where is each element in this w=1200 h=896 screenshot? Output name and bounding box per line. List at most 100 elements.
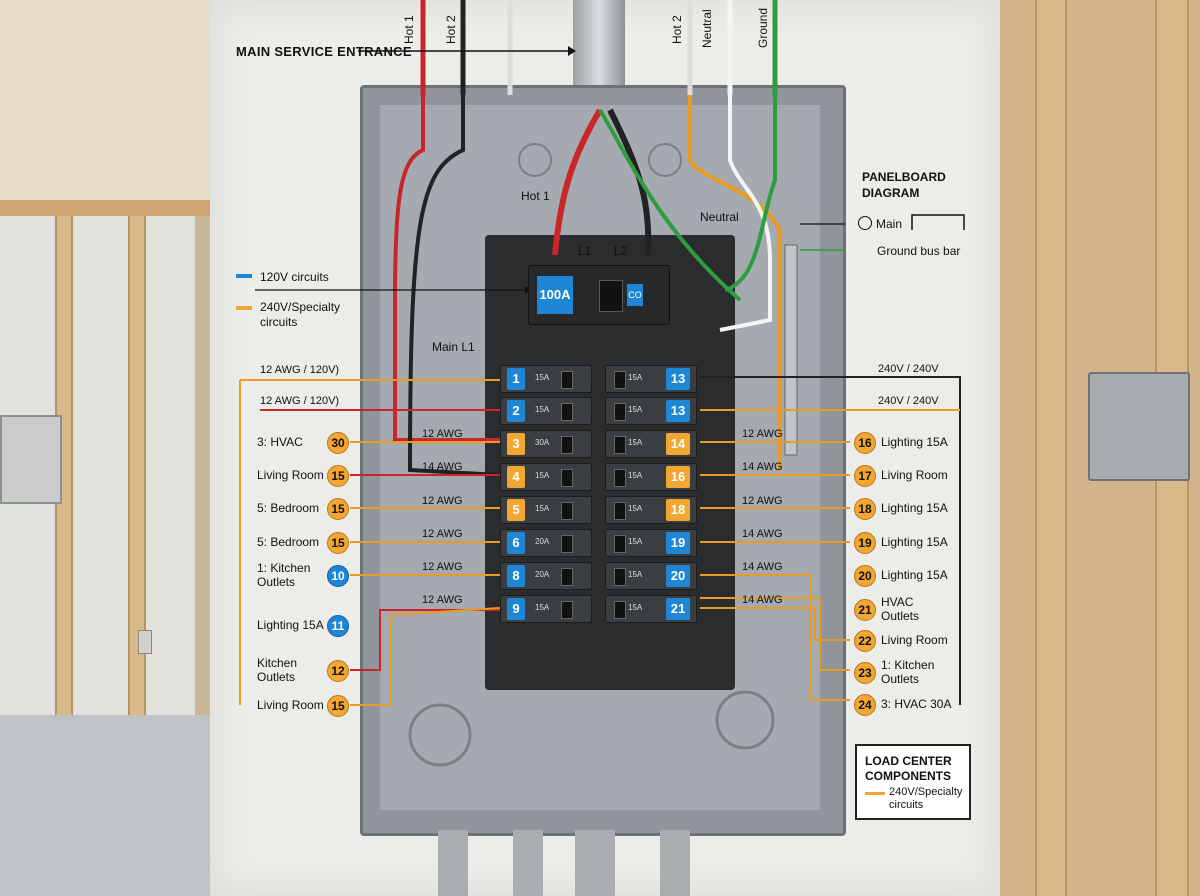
breaker-handle[interactable] xyxy=(561,436,573,454)
breaker-number-badge: 18 xyxy=(666,499,690,521)
breaker-rating-text: 15A xyxy=(535,373,549,382)
breaker-handle[interactable] xyxy=(561,403,573,421)
breaker-handle[interactable] xyxy=(614,535,626,553)
breaker-number-badge: 9 xyxy=(507,598,525,620)
panelboard-title-2: DIAGRAM xyxy=(862,186,919,200)
breaker-number-badge: 4 xyxy=(507,466,525,488)
wire-label: 12 AWG xyxy=(422,495,463,507)
breaker-rating-text: 30A xyxy=(535,438,549,447)
breaker-handle[interactable] xyxy=(614,469,626,487)
breaker-handle[interactable] xyxy=(561,535,573,553)
breaker-handle[interactable] xyxy=(614,371,626,389)
main-breaker-handle[interactable] xyxy=(599,280,623,312)
breaker-rating-text: 15A xyxy=(628,471,642,480)
breaker-rating-text: 15A xyxy=(535,504,549,513)
left-circuit-label: 5: Bedroom xyxy=(257,535,319,549)
main-breaker[interactable]: 100A CO xyxy=(528,265,670,325)
breaker-rating-text: 20A xyxy=(535,537,549,546)
legend-120v: 120V circuits xyxy=(260,270,329,284)
legend-title-2: COMPONENTS xyxy=(865,769,951,783)
breaker-handle[interactable] xyxy=(614,502,626,520)
breaker-rating-text: 15A xyxy=(628,405,642,414)
circuit-label-line: Living Room xyxy=(257,468,324,482)
circuit-label-line: Lighting 15A xyxy=(881,435,948,449)
breaker-rating-text: 15A xyxy=(535,471,549,480)
circuit-label-line: Living Room xyxy=(881,633,948,647)
breaker-handle[interactable] xyxy=(561,371,573,389)
circuit-label-line: 1: Kitchen xyxy=(257,561,310,575)
circuit-tag: 21 xyxy=(854,599,876,621)
wire-label: 14 AWG xyxy=(742,528,783,540)
circuit-label-line: Living Room xyxy=(257,698,324,712)
breaker-left-3[interactable]: 3 30A xyxy=(500,430,592,458)
l1-label: L1 xyxy=(578,244,591,258)
wire-label: 240V / 240V xyxy=(878,363,939,375)
hot1-top-label: Hot 1 xyxy=(402,15,416,44)
wire-label: 12 AWG xyxy=(742,428,783,440)
breaker-rating-text: 15A xyxy=(628,373,642,382)
right-circuit-label: Living Room xyxy=(881,468,948,482)
breaker-handle[interactable] xyxy=(561,502,573,520)
right-circuit-label: Lighting 15A xyxy=(881,501,948,515)
circuit-label-line: 3: HVAC 30A xyxy=(881,697,951,711)
circuit-tag: 20 xyxy=(854,565,876,587)
circuit-label-line: Kitchen xyxy=(257,656,297,670)
circuit-tag: 11 xyxy=(327,615,349,637)
breaker-rating-text: 15A xyxy=(628,438,642,447)
left-circuit-label: 3: HVAC xyxy=(257,435,303,449)
breaker-rating-text: 15A xyxy=(535,405,549,414)
breaker-handle[interactable] xyxy=(614,403,626,421)
breaker-rating-text: 15A xyxy=(628,570,642,579)
breaker-handle[interactable] xyxy=(614,568,626,586)
breaker-number-badge: 3 xyxy=(507,433,525,455)
breaker-left-7[interactable]: 8 20A xyxy=(500,562,592,590)
wire-label: 14 AWG xyxy=(742,461,783,473)
breaker-number-badge: 13 xyxy=(666,368,690,390)
breaker-right-1[interactable]: 13 15A xyxy=(605,365,697,393)
circuit-label-line: 5: Bedroom xyxy=(257,501,319,515)
breaker-handle[interactable] xyxy=(614,601,626,619)
circuit-tag: 22 xyxy=(854,630,876,652)
circuit-tag: 15 xyxy=(327,465,349,487)
breaker-handle[interactable] xyxy=(561,469,573,487)
breaker-left-4[interactable]: 4 15A xyxy=(500,463,592,491)
circuit-tag: 12 xyxy=(327,660,349,682)
legend-240v-2: circuits xyxy=(260,315,297,329)
circuit-label-line: 3: HVAC xyxy=(257,435,303,449)
main-legend-label: Main xyxy=(876,217,902,231)
circuit-label-line: 5: Bedroom xyxy=(257,535,319,549)
left-circuit-label: 5: Bedroom xyxy=(257,501,319,515)
neutral-top-label: Neutral xyxy=(700,9,714,48)
breaker-rating-text: 20A xyxy=(535,570,549,579)
right-circuit-label: Lighting 15A xyxy=(881,568,948,582)
bulb-icon xyxy=(858,216,872,230)
ground-bus-label: Ground bus bar xyxy=(877,244,960,258)
breaker-handle[interactable] xyxy=(561,601,573,619)
hot2-top-label: Hot 2 xyxy=(444,15,458,44)
wire-label: 12 AWG xyxy=(422,428,463,440)
breaker-handle[interactable] xyxy=(614,436,626,454)
orange-swatch-icon xyxy=(236,306,252,310)
right-circuit-label: 3: HVAC 30A xyxy=(881,697,951,711)
breaker-handle[interactable] xyxy=(561,568,573,586)
circuit-tag: 18 xyxy=(854,498,876,520)
left-circuit-label: Living Room xyxy=(257,468,324,482)
ground-top-label: Ground xyxy=(756,8,770,48)
wire-label: 14 AWG xyxy=(742,594,783,606)
panelboard-title-1: PANELBOARD xyxy=(862,170,946,184)
left-circuit-label: 1: KitchenOutlets xyxy=(257,561,310,589)
breaker-number-badge: 8 xyxy=(507,565,525,587)
